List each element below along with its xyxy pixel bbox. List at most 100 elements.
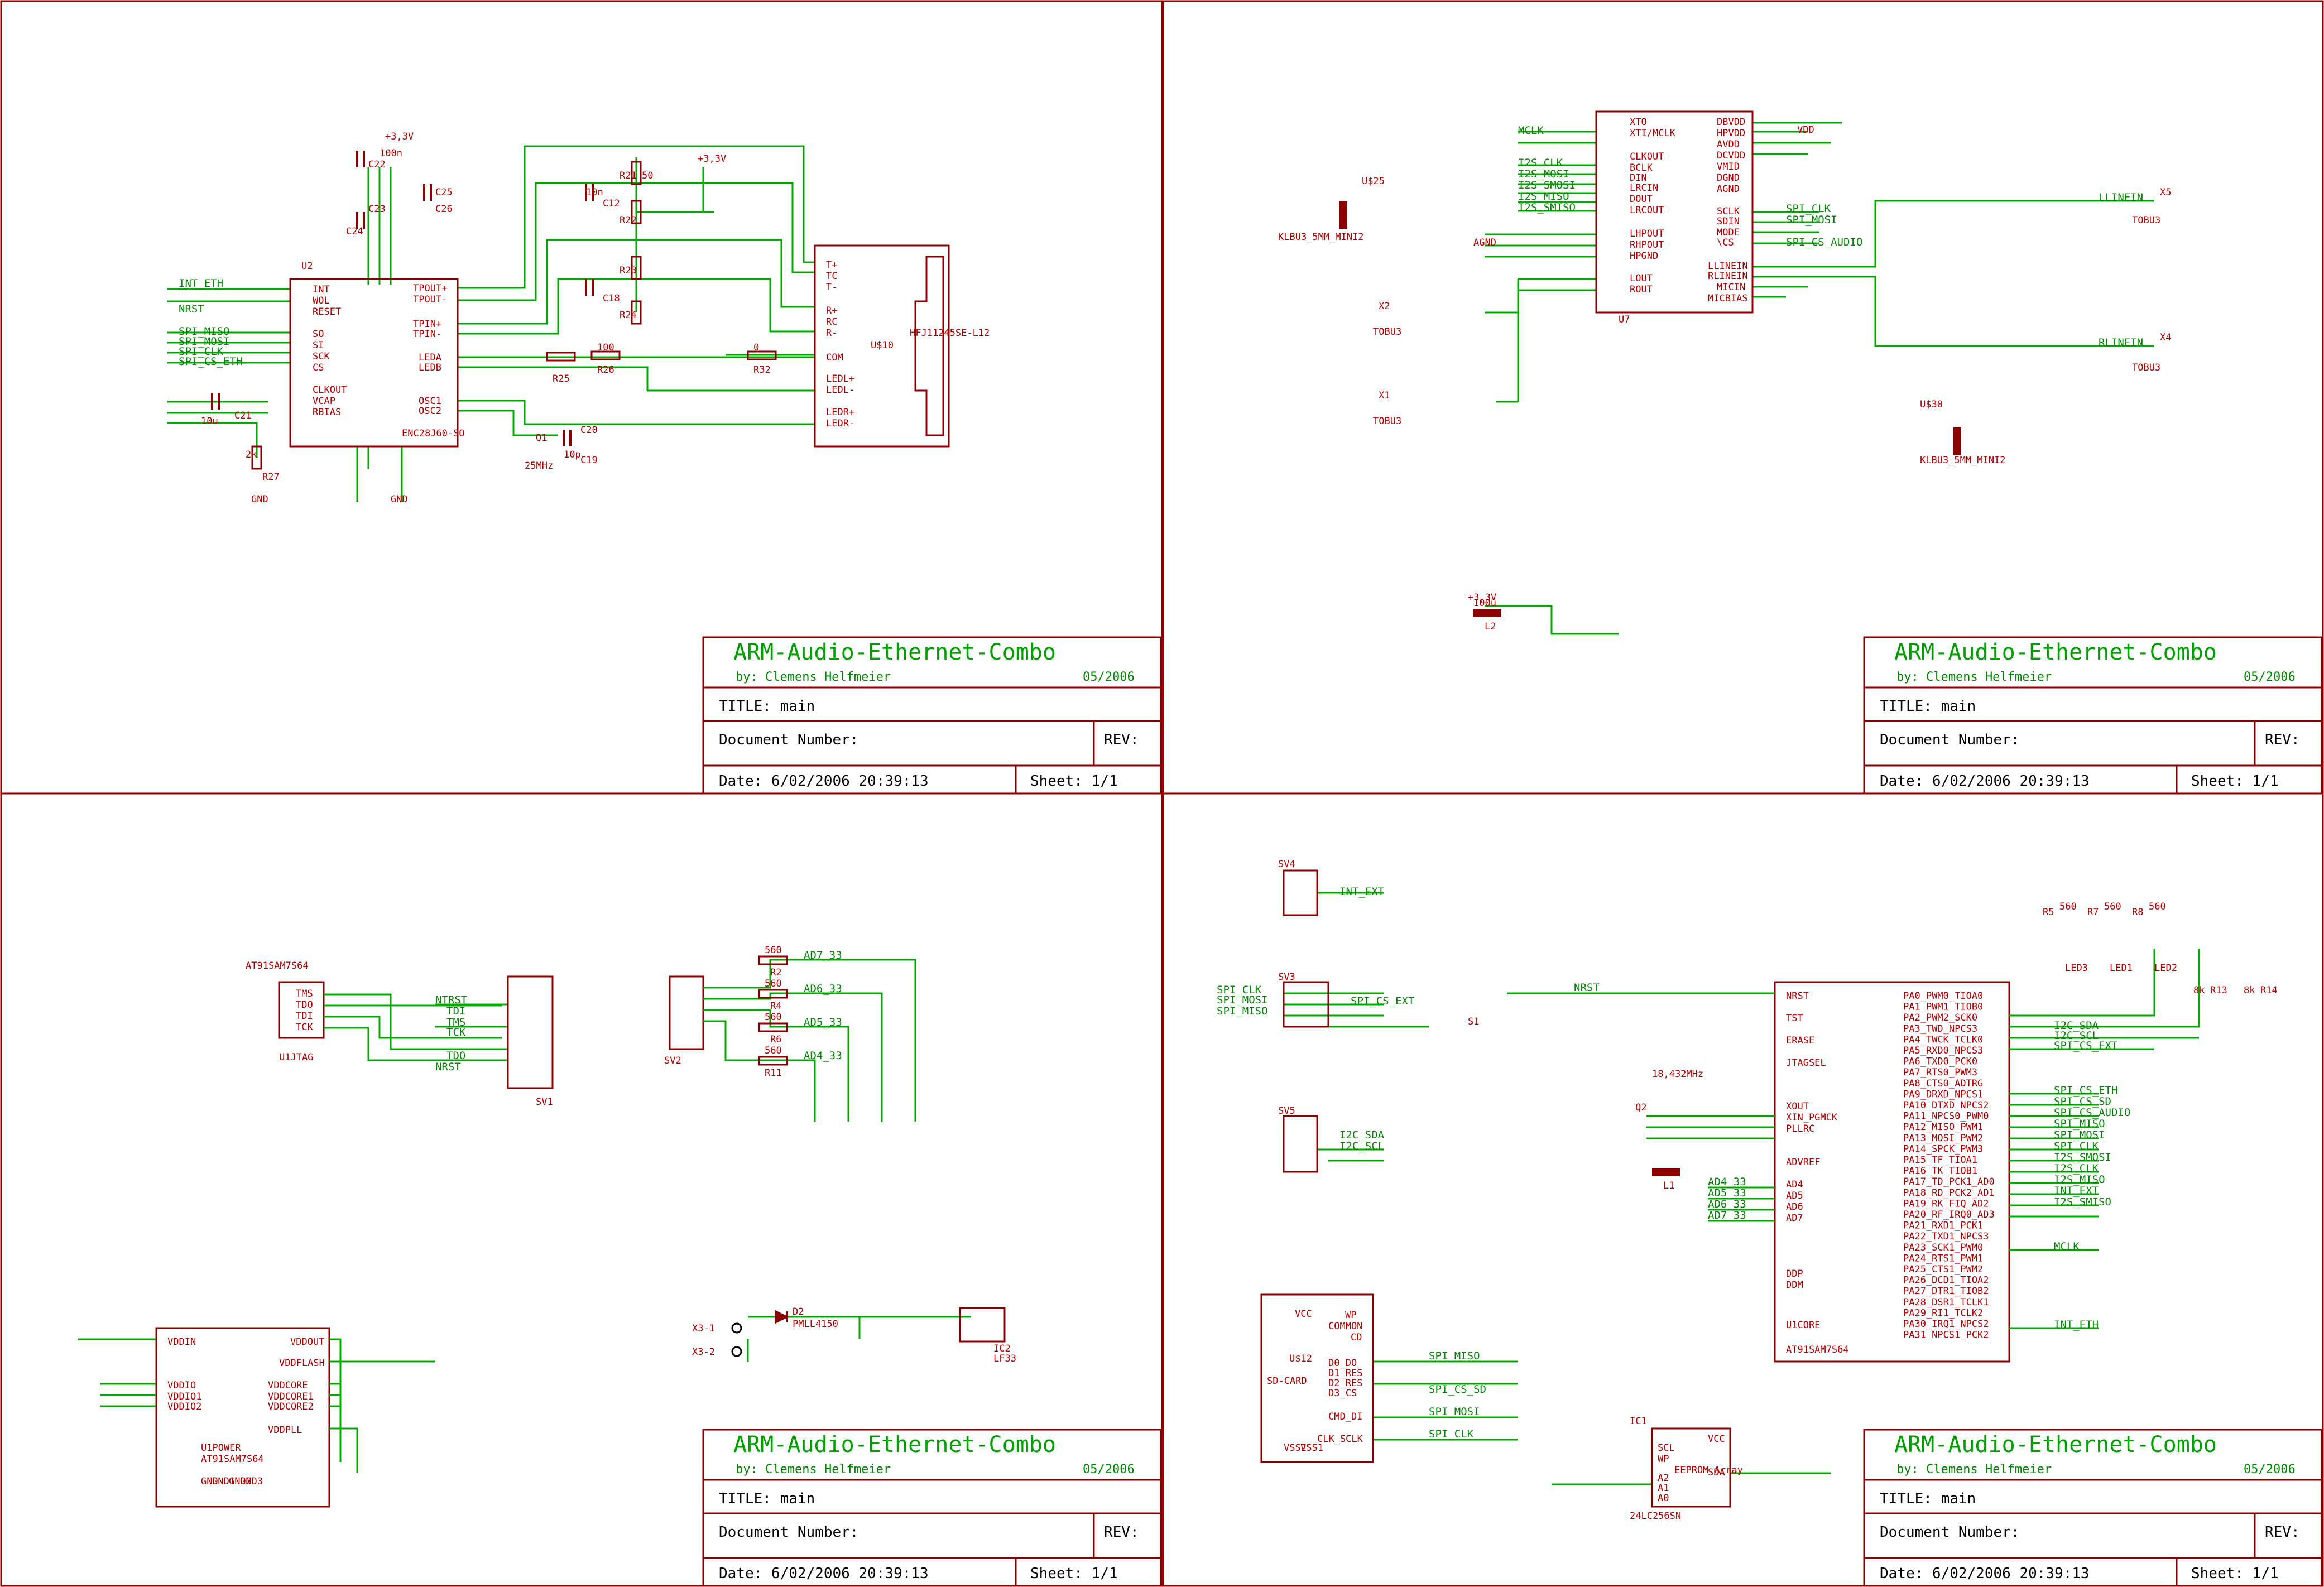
pin-label: \CS — [1717, 237, 1734, 248]
sd-name: SD-CARD — [1267, 1376, 1307, 1387]
led-ref: LED3 — [2065, 963, 2088, 974]
net-label: SPI_CLK — [179, 345, 224, 358]
pin-label: PA12_MISO_PWM1 — [1903, 1122, 1983, 1133]
ic2-value: LF33 — [993, 1353, 1016, 1364]
eeprom-name: 24LC256SN — [1630, 1511, 1681, 1522]
pin-label: DGND — [1717, 172, 1740, 184]
pin-label: PA7_RTS0_PWM3 — [1903, 1067, 1977, 1078]
res-ref: R13 — [2210, 985, 2227, 996]
pin-label: PA21_RXD1_PCK1 — [1903, 1220, 1983, 1232]
pin-label: VDDIO2 — [167, 1401, 201, 1412]
pin-label: PA28_DSR1_TCLK1 — [1903, 1297, 1989, 1308]
pin-label: VDDIO1 — [167, 1391, 201, 1402]
part-ref: R21 — [620, 170, 637, 181]
magjack-name: HFJ11245SE-L12 — [910, 328, 990, 339]
pin-label: PA13_MOSI_PWM2 — [1903, 1133, 1983, 1144]
net-label: AD5_33 — [804, 1016, 842, 1028]
pin-label: JTAGSEL — [1786, 1057, 1826, 1069]
u2-ref: U2 — [301, 261, 313, 272]
part-ref: C23 — [368, 204, 386, 215]
pin-label: TMS — [296, 988, 313, 999]
diode-d2 — [775, 1310, 789, 1324]
net-label: LLINEIN — [2099, 191, 2143, 204]
tb-date-short: 05/2006 — [2244, 670, 2296, 684]
pin-label: AD4 — [1786, 1179, 1803, 1190]
net-label: AD7_33 — [804, 949, 842, 961]
pin-label: PA29_RI1_TCLK2 — [1903, 1307, 1983, 1319]
pin-label: PA15_TF_TIOA1 — [1903, 1155, 1977, 1166]
mcu-right-pins: PA0_PWM0_TIOA0PA1_PWM1_TIOB0PA2_PWM2_SCK… — [1903, 990, 1995, 1341]
mcu-ref: U1CORE — [1786, 1320, 1820, 1331]
tb-title-label: TITLE: main — [719, 698, 815, 715]
tb-title: ARM-Audio-Ethernet-Combo — [1894, 639, 2217, 665]
supply-label: +3,3V — [698, 153, 726, 165]
pin-label: LEDL+ — [826, 373, 854, 384]
ethernet-section: U2 ENC28J60-SO INT WOL RESET SO SI SCK C… — [167, 131, 990, 505]
net-label: I2S_MISO — [2054, 1174, 2105, 1186]
pin-label: PA27_DTR1_TIOB2 — [1903, 1286, 1989, 1297]
net-label: MCLK — [2054, 1240, 2080, 1253]
part-value: 10u — [201, 416, 218, 427]
part-value: 50 — [642, 170, 653, 181]
part-ref: R27 — [262, 472, 280, 483]
net-label: INT_EXT — [2054, 1185, 2099, 1197]
pin-label: TPOUT- — [413, 294, 447, 305]
part-value: 100n — [380, 148, 402, 159]
pin-label: PA8_CTS0_ADTRG — [1903, 1078, 1983, 1089]
pin-label: PA20_RF_IRQ0_AD3 — [1903, 1209, 1995, 1220]
net-label: INT_EXT — [1339, 886, 1384, 898]
net-label: MCLK — [1518, 124, 1544, 137]
u7-right-pins: DBVDD HPVDD AVDD DCVDD VMID DGND AGND SC… — [1708, 117, 1748, 304]
part-ref: R2 — [770, 967, 781, 978]
part-ref: C18 — [603, 293, 620, 304]
pin-label: PA18_RD_PCK2_AD1 — [1903, 1187, 1995, 1199]
tb-author: by: Clemens Helfmeier — [1896, 670, 2052, 684]
pin-label: PA24_RTS1_PWM1 — [1903, 1253, 1983, 1264]
tb-title: ARM-Audio-Ethernet-Combo — [1894, 1432, 2217, 1458]
supply-label: GND — [391, 494, 408, 505]
title-block-3: ARM-Audio-Ethernet-Combo by: Clemens Hel… — [702, 1429, 1162, 1587]
sv2-ref: SV2 — [664, 1055, 681, 1066]
net-label: I2S_CLK — [2054, 1162, 2099, 1175]
eeprom-chip — [1651, 1427, 1731, 1508]
pin-label: D2_RES — [1328, 1378, 1362, 1389]
audio-inductor: L2 100u — [1473, 598, 1501, 632]
part-ref: C21 — [234, 410, 252, 421]
pin-label: WP — [1345, 1310, 1356, 1321]
part-ref: R11 — [765, 1067, 782, 1079]
pin-label: WOL — [313, 295, 330, 306]
tobu-value: TOBU3 — [2132, 362, 2160, 373]
pin-label: XTO — [1630, 117, 1647, 128]
tb-doc-label: Document Number: — [1880, 732, 2019, 748]
x3-terminals: X3-1 X3-2 — [692, 1322, 742, 1358]
pin-label: PA2_PWM2_SCK0 — [1903, 1012, 1977, 1023]
part-value: 2k — [246, 449, 257, 460]
switch-ref: S1 — [1468, 1016, 1479, 1027]
pin-label: RESET — [313, 306, 341, 318]
eeprom-ref: IC1 — [1630, 1416, 1647, 1427]
net-label: SPI_MISO — [2054, 1118, 2105, 1130]
pin-label: VDDOUT — [290, 1336, 324, 1348]
tb-date-label: Date: 6/02/2006 20:39:13 — [719, 773, 929, 790]
net-label: SPI_MOSI — [179, 335, 230, 348]
inductor-ref: L2 — [1485, 621, 1496, 632]
jtag-pins: TMS TDO TDI TCK — [296, 988, 313, 1033]
crystal-ref: Q2 — [1635, 1102, 1646, 1113]
wires-mcu — [1284, 892, 2200, 1485]
net-label: I2C_SCL — [1339, 1140, 1384, 1152]
pin-label: A0 — [1658, 1493, 1669, 1504]
net-label: SPI_CS_AUDIO — [1786, 236, 1862, 248]
net-label: TMS — [446, 1016, 465, 1028]
power-pins: VDDIN VDDOUT VDDFLASH VDDIO VDDIO1 VDDIO… — [167, 1336, 325, 1487]
net-label: I2S_SMISO — [1518, 201, 1576, 214]
supply-label: +3,3V — [385, 131, 414, 142]
pin-label: PA23_SCK1_PWM0 — [1903, 1242, 1983, 1253]
jack-ref: U$30 — [1920, 399, 1943, 410]
tb-doc-label: Document Number: — [1880, 1524, 2019, 1541]
pin-label: VDDPLL — [268, 1425, 302, 1436]
tb-date-short: 05/2006 — [1083, 1463, 1135, 1477]
net-label: NRST — [1574, 982, 1600, 994]
pin-label: SCL — [1658, 1442, 1675, 1454]
part-ref: R25 — [553, 373, 570, 384]
net-label: NTRST — [435, 994, 467, 1006]
